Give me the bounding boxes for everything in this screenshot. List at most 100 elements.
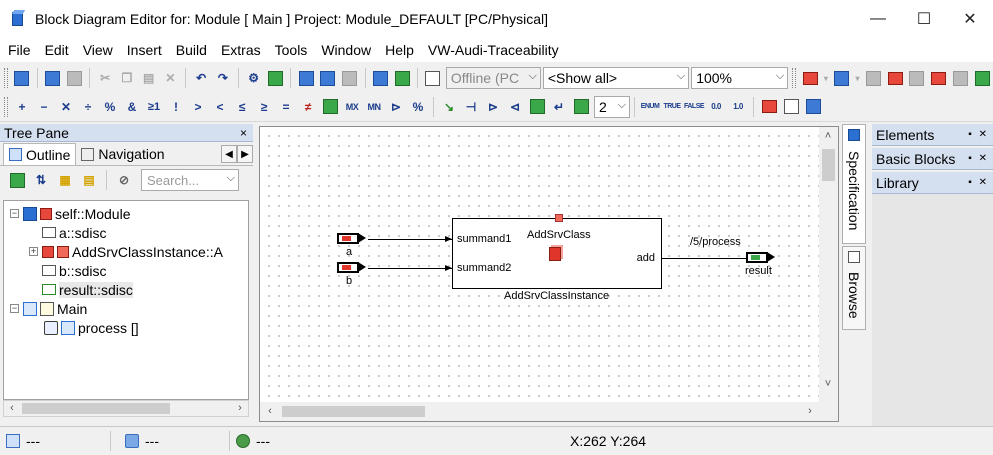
- less-equal-operator-icon[interactable]: ≤: [238, 99, 246, 114]
- collapse-all-icon[interactable]: ▤: [83, 173, 95, 187]
- or-operator-icon[interactable]: ≥1: [147, 100, 161, 113]
- sort-icon[interactable]: ⇅: [35, 173, 47, 187]
- tree-item-addsrvclassinstance[interactable]: + AddSrvClassInstance::A: [29, 243, 223, 260]
- tree-item-b[interactable]: b::sdisc: [4, 261, 248, 280]
- copy-icon[interactable]: ❐: [121, 71, 133, 85]
- menu-extras[interactable]: Extras: [220, 42, 261, 58]
- save-icon[interactable]: [43, 68, 63, 88]
- menu-insert[interactable]: Insert: [126, 42, 162, 58]
- toolbar-grip[interactable]: [792, 68, 797, 88]
- if-block-icon[interactable]: ⊣: [465, 99, 477, 114]
- run-icon[interactable]: [266, 68, 286, 88]
- monitor-icon[interactable]: [423, 68, 443, 88]
- pane-controls-icon[interactable]: ▪ ✕: [968, 153, 989, 164]
- diagram-canvas[interactable]: a b AddSrvClass summand1 summand2 add Ad…: [260, 127, 820, 403]
- tab-navigation[interactable]: Navigation: [76, 143, 169, 165]
- menu-vw-audi-traceability[interactable]: VW-Audi-Traceability: [427, 42, 559, 58]
- redo-icon[interactable]: ↷: [217, 71, 228, 85]
- wire-result[interactable]: [662, 258, 746, 259]
- one-literal-icon[interactable]: 1.0: [733, 102, 743, 111]
- menu-tools[interactable]: Tools: [274, 42, 308, 58]
- scroll-left-icon[interactable]: ‹: [268, 405, 272, 417]
- close-icon[interactable]: ×: [239, 125, 247, 140]
- mux-icon[interactable]: [320, 97, 340, 117]
- scroll-left-icon[interactable]: ‹: [10, 402, 14, 414]
- greater-operator-icon[interactable]: >: [194, 99, 202, 114]
- undo-icon[interactable]: ↶: [196, 71, 207, 85]
- tree-horizontal-scrollbar[interactable]: ‹ ›: [3, 400, 249, 417]
- false-literal-icon[interactable]: FALSE: [683, 103, 705, 110]
- library-pane-header[interactable]: Library ▪ ✕: [872, 172, 993, 194]
- menu-edit[interactable]: Edit: [44, 42, 69, 58]
- show-filter-combo[interactable]: <Show all>⌵: [542, 67, 690, 89]
- insert-link-icon[interactable]: [863, 68, 883, 88]
- zero-literal-icon[interactable]: 0.0: [711, 102, 721, 111]
- menu-file[interactable]: File: [8, 42, 31, 58]
- insert-block-icon[interactable]: [800, 68, 820, 88]
- component-icon[interactable]: [296, 68, 316, 88]
- output-port-result[interactable]: [746, 252, 775, 263]
- import-icon[interactable]: [392, 68, 412, 88]
- insert-send-icon[interactable]: [885, 68, 905, 88]
- greater-equal-operator-icon[interactable]: ≥: [260, 99, 268, 114]
- menu-build[interactable]: Build: [175, 42, 207, 58]
- collapse-icon[interactable]: −: [10, 208, 19, 218]
- class-diagram-icon[interactable]: [803, 97, 823, 117]
- find-icon[interactable]: [340, 68, 360, 88]
- divide-operator-icon[interactable]: ÷: [84, 99, 92, 114]
- tree-item-result[interactable]: result::sdisc: [4, 280, 248, 299]
- tab-outline[interactable]: Outline: [3, 143, 77, 165]
- menu-view[interactable]: View: [82, 42, 113, 58]
- search-input[interactable]: Search... ⌵: [141, 169, 239, 191]
- addsrvclass-block[interactable]: AddSrvClass summand1 summand2 add: [452, 214, 662, 289]
- min-operator-icon[interactable]: MN: [367, 101, 382, 112]
- insert-receive-icon[interactable]: [907, 68, 927, 88]
- true-literal-icon[interactable]: TRUE: [663, 103, 681, 110]
- pane-controls-icon[interactable]: ▪ ✕: [968, 129, 989, 140]
- delete-icon[interactable]: ✕: [165, 71, 176, 85]
- menu-help[interactable]: Help: [385, 42, 414, 58]
- wire-a[interactable]: [368, 239, 452, 240]
- block-trigger-pin[interactable]: [555, 214, 563, 222]
- link-icon[interactable]: ⊘: [118, 173, 130, 187]
- menu-window[interactable]: Window: [321, 42, 372, 58]
- maximize-button[interactable]: ☐: [916, 11, 932, 28]
- toolbar-grip[interactable]: [4, 68, 8, 88]
- export-icon[interactable]: [371, 68, 391, 88]
- tab-scroll-right-icon[interactable]: ▶: [237, 145, 253, 163]
- percent-block-icon[interactable]: %: [412, 99, 424, 114]
- multiply-operator-icon[interactable]: ✕: [60, 99, 72, 114]
- tab-specification[interactable]: Specification: [842, 124, 866, 244]
- dropdown-arrow-icon[interactable]: ▾: [855, 73, 860, 83]
- enum-literal-icon[interactable]: ENUM: [640, 103, 660, 110]
- while-block-icon[interactable]: ⊲: [509, 99, 521, 114]
- tab-browse[interactable]: Browse: [842, 246, 866, 330]
- limit-icon[interactable]: ⊳: [390, 99, 402, 114]
- expand-all-icon[interactable]: ▦: [59, 173, 71, 187]
- tab-scroll-left-icon[interactable]: ◀: [221, 145, 237, 163]
- count-combo[interactable]: 2⌵: [594, 95, 630, 118]
- less-operator-icon[interactable]: <: [216, 99, 224, 114]
- insert-mail-out-icon[interactable]: [972, 68, 992, 88]
- break-icon[interactable]: [571, 97, 591, 117]
- text-icon[interactable]: [781, 97, 801, 117]
- canvas-horizontal-scrollbar[interactable]: ‹ ›: [260, 402, 820, 421]
- connect-icon[interactable]: ↘: [443, 99, 455, 114]
- pane-controls-icon[interactable]: ▪ ✕: [968, 177, 989, 188]
- tree-item-main[interactable]: − Main: [10, 300, 88, 317]
- not-operator-icon[interactable]: !: [174, 99, 178, 114]
- max-operator-icon[interactable]: MX: [345, 101, 359, 112]
- insert-message-icon[interactable]: [929, 68, 949, 88]
- scroll-up-icon[interactable]: ˄: [824, 130, 832, 142]
- dropdown-arrow-icon[interactable]: ▾: [823, 73, 828, 83]
- canvas-vertical-scrollbar[interactable]: ˄ ˅: [819, 127, 838, 403]
- return-icon[interactable]: ↵: [553, 99, 565, 114]
- scroll-right-icon[interactable]: ›: [238, 402, 242, 414]
- collapse-icon[interactable]: −: [10, 303, 19, 313]
- basic-blocks-pane-header[interactable]: Basic Blocks ▪ ✕: [872, 148, 993, 170]
- equal-operator-icon[interactable]: =: [282, 99, 290, 114]
- hierarchy-icon[interactable]: [318, 68, 338, 88]
- scroll-thumb[interactable]: [282, 406, 425, 417]
- expand-icon[interactable]: +: [29, 246, 38, 256]
- scroll-down-icon[interactable]: ˅: [824, 378, 832, 390]
